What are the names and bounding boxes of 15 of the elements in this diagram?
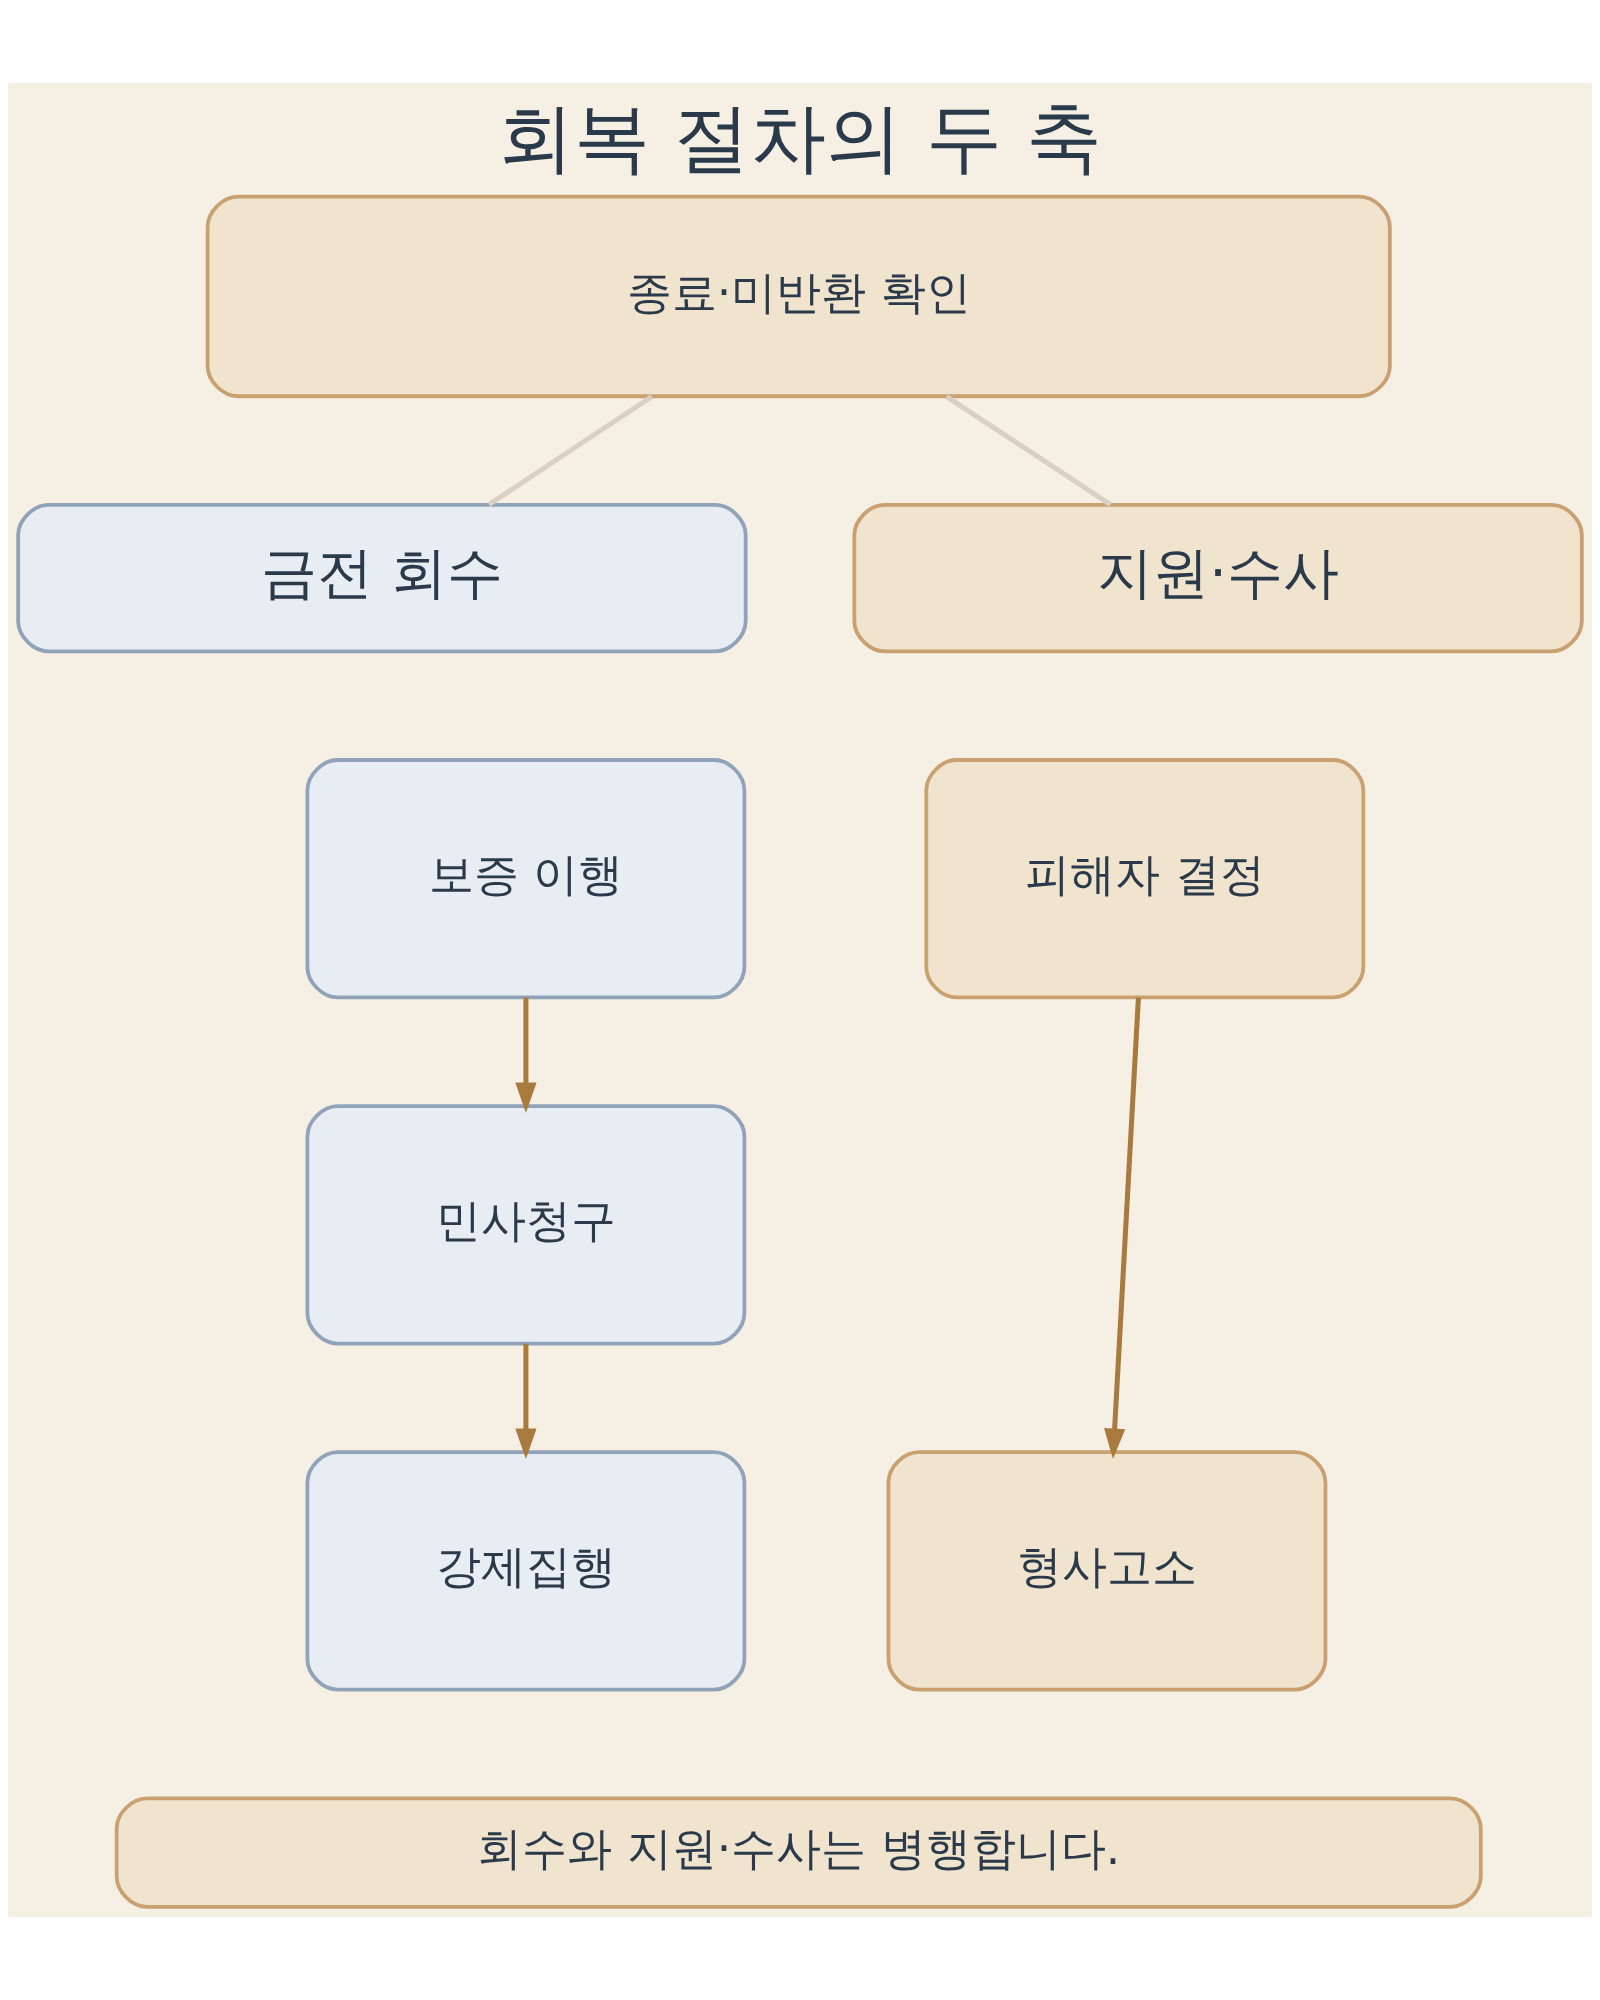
arrow [1104, 997, 1141, 1459]
node-box: 종료·미반환 확인 [205, 194, 1392, 399]
node-box: 지원·수사 [852, 502, 1584, 654]
arrow [515, 997, 537, 1113]
node-box: 금전 회수 [16, 502, 748, 654]
arrow [515, 1343, 537, 1459]
node-box: 피해자 결정 [924, 758, 1366, 1000]
connector [945, 394, 1112, 507]
node-box: 회수와 지원·수사는 병행합니다. [114, 1796, 1483, 1909]
connector [487, 394, 654, 507]
diagram-title: 회복 절차의 두 축 [497, 93, 1103, 182]
node-box: 강제집행 [305, 1450, 747, 1692]
node-box: 형사고소 [886, 1450, 1328, 1692]
node-box: 민사청구 [305, 1104, 747, 1346]
node-box: 보증 이행 [305, 758, 747, 1000]
